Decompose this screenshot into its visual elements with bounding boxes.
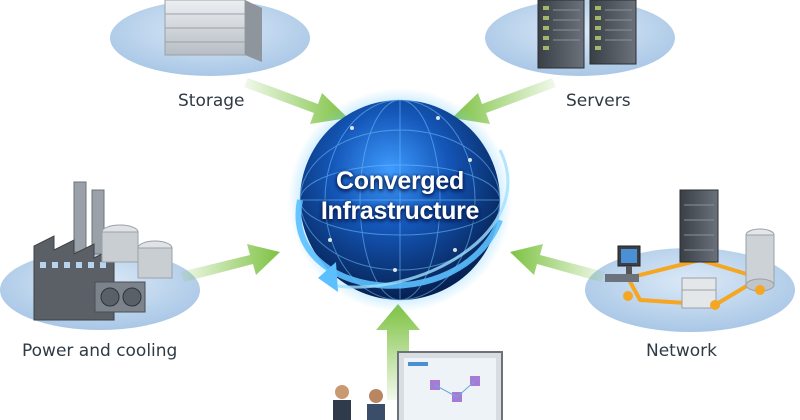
arrow-servers-to-hub	[452, 78, 556, 124]
storage-unit-icon	[164, 0, 262, 62]
arrow-power-to-hub	[180, 244, 280, 282]
hub-title: Converged Infrastructure	[290, 166, 510, 226]
arrow-storage-to-hub	[244, 78, 348, 124]
network-devices-icon	[605, 189, 775, 310]
arrow-network-to-hub	[510, 244, 605, 282]
people-icon	[333, 385, 385, 420]
servers-label: Servers	[566, 91, 631, 111]
network-label: Network	[646, 341, 717, 361]
management-screen-icon	[397, 351, 503, 420]
power-and-cooling-label: Power and cooling	[22, 341, 178, 361]
converged-globe-icon	[288, 88, 512, 312]
server-racks-icon	[537, 0, 637, 69]
storage-label: Storage	[178, 91, 245, 111]
hub-title-line2: Infrastructure	[320, 197, 480, 225]
power-plant-icon	[33, 181, 173, 321]
hub-title-line1: Converged	[336, 167, 464, 195]
